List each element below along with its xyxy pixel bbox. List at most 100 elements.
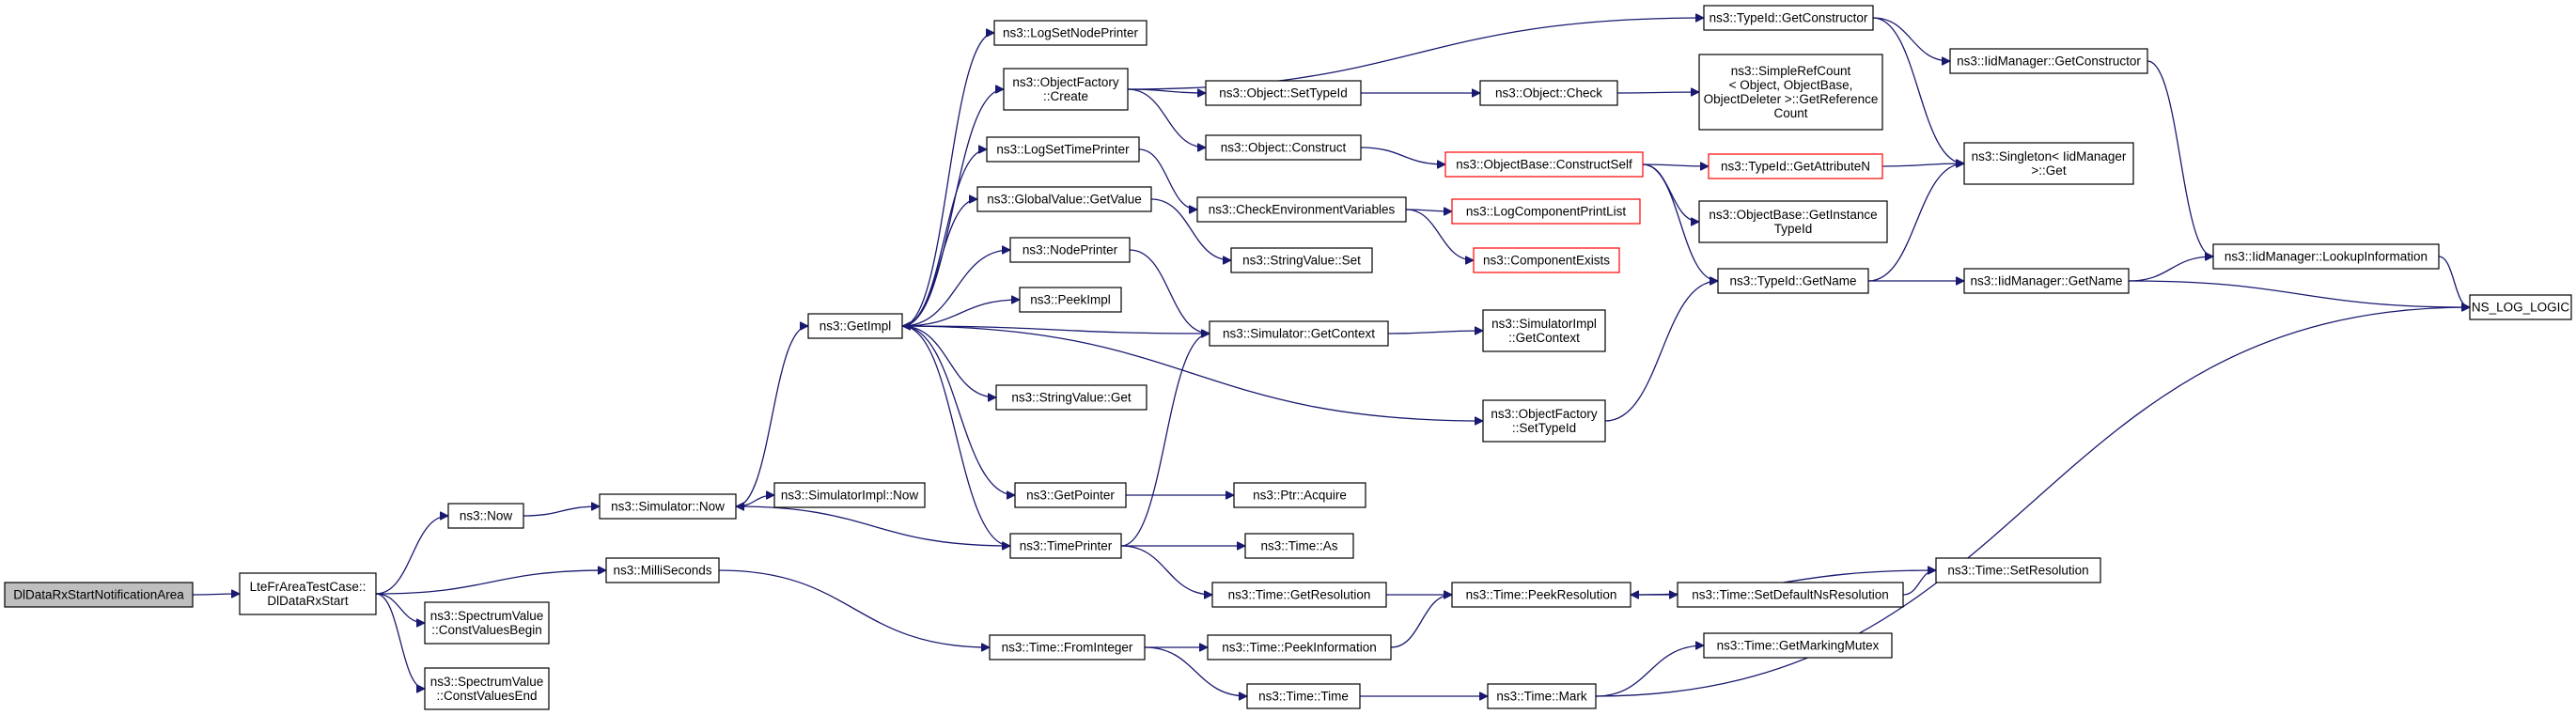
node-label: ns3::SpectrumValue — [430, 675, 544, 689]
edge-getimpl-to-peekimpl — [901, 300, 1020, 327]
node-box — [976, 186, 1152, 212]
node-box — [807, 313, 903, 339]
edge-timemark-to-timegetmutex — [1595, 645, 1704, 697]
node-nodeprinter[interactable]: ns3::NodePrinter — [1009, 237, 1131, 263]
node-timetime[interactable]: ns3::Time::Time — [1246, 683, 1361, 709]
node-peekimpl[interactable]: ns3::PeekImpl — [1019, 287, 1122, 313]
edge-nodeprinter-to-simgetctx — [1129, 249, 1210, 334]
node-logsetnode[interactable]: ns3::LogSetNodePrinter — [993, 20, 1147, 46]
edge-obconstructself-to-obgetinstance — [1642, 163, 1700, 222]
node-ptracquire[interactable]: ns3::Ptr::Acquire — [1233, 482, 1366, 508]
node-svset[interactable]: ns3::StringValue::Set — [1230, 247, 1373, 273]
node-singletonget[interactable]: ns3::Singleton< IidManager >::Get — [1963, 142, 2134, 185]
node-box — [2469, 294, 2572, 320]
node-box — [1014, 482, 1127, 508]
node-logcomplist[interactable]: ns3::LogComponentPrintList — [1451, 198, 1641, 225]
edge-iidgetname-to-iidlookup — [2128, 256, 2213, 282]
edge-ofcreate-to-objconstruct — [1127, 88, 1206, 148]
edge-getimpl-to-getpointer — [901, 325, 1015, 495]
node-label: ::ConstValuesBegin — [431, 623, 542, 637]
node-checkenv[interactable]: ns3::CheckEnvironmentVariables — [1196, 196, 1407, 223]
edge-lte-to-now — [375, 516, 448, 595]
node-label: ObjectDeleter >::GetReference — [1704, 92, 1879, 106]
node-tidgetname[interactable]: ns3::TypeId::GetName — [1717, 268, 1869, 294]
node-label: ns3::StringValue::Set — [1242, 254, 1361, 268]
node-timeas[interactable]: ns3::Time::As — [1244, 533, 1354, 559]
node-label: ns3::Time::Time — [1258, 690, 1349, 704]
node-simnow[interactable]: ns3::Simulator::Now — [599, 493, 737, 520]
node-timegetmutex[interactable]: ns3::Time::GetMarkingMutex — [1703, 632, 1893, 659]
node-ofsettid[interactable]: ns3::ObjectFactory::SetTypeId — [1482, 399, 1606, 443]
node-timepeekres[interactable]: ns3::Time::PeekResolution — [1451, 582, 1631, 608]
node-logsettime[interactable]: ns3::LogSetTimePrinter — [986, 136, 1140, 163]
node-label: ns3::Object::SetTypeId — [1219, 86, 1348, 101]
node-nslog[interactable]: NS_LOG_LOGIC — [2469, 294, 2572, 320]
node-label: ns3::SimulatorImpl — [1491, 317, 1597, 331]
node-timesetdefault[interactable]: ns3::Time::SetDefaultNsResolution — [1677, 582, 1904, 608]
node-timegetres[interactable]: ns3::Time::GetResolution — [1211, 582, 1387, 608]
node-ofcreate[interactable]: ns3::ObjectFactory::Create — [1003, 68, 1129, 111]
node-label: ns3::LogComponentPrintList — [1466, 205, 1627, 219]
node-timepeekinfo[interactable]: ns3::Time::PeekInformation — [1207, 634, 1392, 661]
node-box — [1207, 634, 1392, 661]
node-box — [1935, 557, 2101, 583]
node-tidgetctor[interactable]: ns3::TypeId::GetConstructor — [1703, 5, 1874, 31]
node-box — [1196, 196, 1407, 223]
node-millis[interactable]: ns3::MilliSeconds — [605, 557, 720, 583]
node-box — [1233, 482, 1366, 508]
edge-lte-to-specbegin — [375, 593, 425, 623]
node-now[interactable]: ns3::Now — [447, 503, 524, 529]
node-iidgetname[interactable]: ns3::IidManager::GetName — [1963, 268, 2130, 294]
node-label: ns3::Time::PeekInformation — [1222, 641, 1377, 655]
node-label: ns3::Singleton< IidManager — [1972, 149, 2127, 163]
node-getpointer[interactable]: ns3::GetPointer — [1014, 482, 1127, 508]
edge-iidgetctor-to-iidlookup — [2147, 60, 2214, 256]
node-label: ns3::CheckEnvironmentVariables — [1209, 203, 1396, 217]
node-timeprinter[interactable]: ns3::TimePrinter — [1009, 533, 1122, 559]
node-obconstructself[interactable]: ns3::ObjectBase::ConstructSelf — [1444, 151, 1644, 178]
node-box — [1698, 200, 1888, 243]
node-simgetctx[interactable]: ns3::Simulator::GetContext — [1209, 320, 1389, 347]
edge-getimpl-to-logsettime — [901, 149, 988, 327]
node-fromint[interactable]: ns3::Time::FromInteger — [989, 634, 1146, 661]
node-label: DlDataRxStart — [267, 594, 349, 608]
nodes-layer: DlDataRxStartNotificationArea LteFrAreaTe… — [4, 5, 2572, 710]
node-label: Count — [1773, 106, 1807, 120]
node-simimplnow[interactable]: ns3::SimulatorImpl::Now — [773, 482, 926, 508]
node-compexists[interactable]: ns3::ComponentExists — [1473, 247, 1620, 273]
node-box — [1451, 582, 1631, 608]
node-objcheck[interactable]: ns3::Object::Check — [1479, 80, 1618, 106]
node-box — [1444, 151, 1644, 178]
node-iidlookup[interactable]: ns3::IidManager::LookupInformation — [2212, 243, 2440, 270]
node-iidgetctor[interactable]: ns3::IidManager::GetConstructor — [1949, 48, 2148, 74]
edge-iidlookup-to-nslog — [2438, 256, 2471, 307]
node-specbegin[interactable]: ns3::SpectrumValue::ConstValuesBegin — [424, 601, 550, 645]
node-getimpl[interactable]: ns3::GetImpl — [807, 313, 903, 339]
node-label: ns3::Time::Mark — [1496, 690, 1587, 704]
node-label: ::SetTypeId — [1512, 421, 1576, 435]
node-box — [1205, 134, 1362, 161]
node-simimplgetctx[interactable]: ns3::SimulatorImpl::GetContext — [1482, 309, 1606, 352]
node-box — [1451, 198, 1641, 225]
node-label: ns3::ObjectFactory — [1012, 75, 1119, 89]
edge-tidgetctor-to-singletonget — [1872, 17, 1964, 163]
node-root[interactable]: DlDataRxStartNotificationArea — [4, 582, 194, 608]
node-objsettid[interactable]: ns3::Object::SetTypeId — [1205, 80, 1362, 106]
node-svget[interactable]: ns3::StringValue::Get — [995, 384, 1147, 411]
node-gvgetvalue[interactable]: ns3::GlobalValue::GetValue — [976, 186, 1152, 212]
node-lte[interactable]: LteFrAreaTestCase::DlDataRxStart — [239, 572, 377, 615]
node-specend[interactable]: ns3::SpectrumValue::ConstValuesEnd — [424, 667, 550, 710]
node-timemark[interactable]: ns3::Time::Mark — [1487, 683, 1597, 709]
node-timesetres[interactable]: ns3::Time::SetResolution — [1935, 557, 2101, 583]
node-label: ns3::LogSetNodePrinter — [1003, 26, 1139, 40]
node-simplerefcount[interactable]: ns3::SimpleRefCount< Object, ObjectBase,… — [1698, 54, 1883, 131]
node-box — [2212, 243, 2440, 270]
node-label: >::Get — [2031, 163, 2066, 178]
node-tidgetattr[interactable]: ns3::TypeId::GetAttributeN — [1708, 153, 1883, 179]
node-objconstruct[interactable]: ns3::Object::Construct — [1205, 134, 1362, 161]
node-label: < Object, ObjectBase, — [1729, 78, 1853, 92]
node-box — [1963, 142, 2134, 185]
node-box — [1246, 683, 1361, 709]
node-label: ns3::SimpleRefCount — [1731, 64, 1851, 78]
